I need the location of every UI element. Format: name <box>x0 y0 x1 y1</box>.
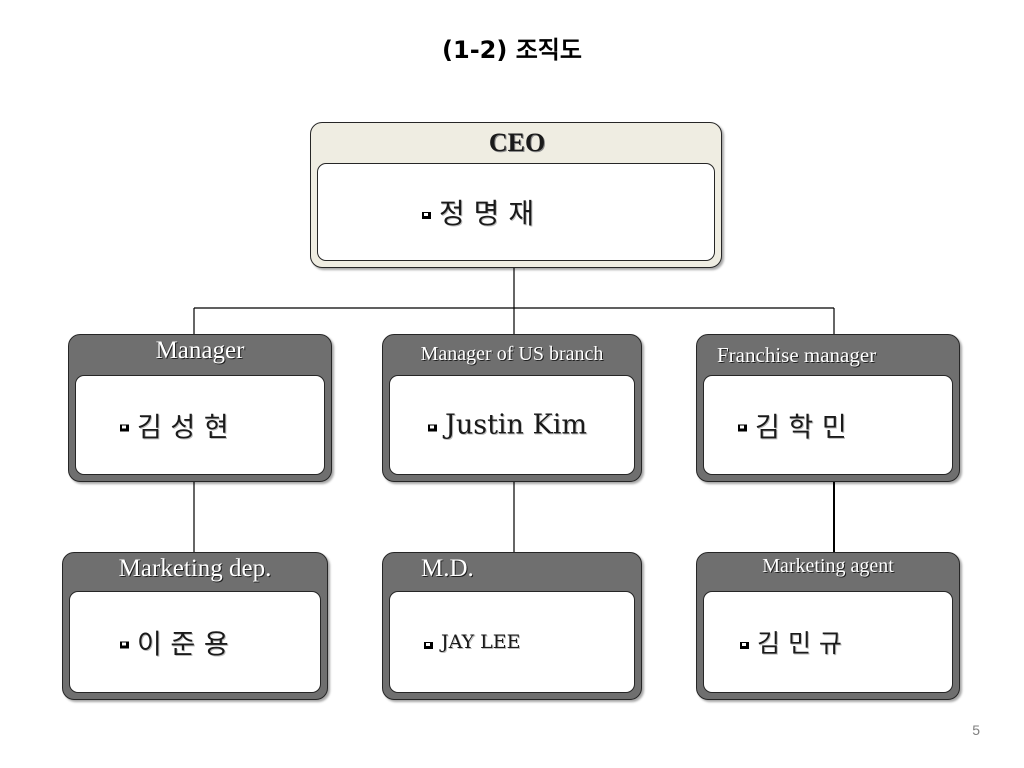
us-branch-manager-card: Manager of US branch Justin Kim <box>382 334 642 482</box>
us-branch-manager-role-label: Manager of US branch <box>420 343 604 365</box>
md-name-panel: JAY LEE <box>389 591 635 693</box>
ceo-name-panel: 정 명 재 <box>317 163 715 261</box>
marketing-agent-name: 김 민 규 <box>740 624 842 660</box>
square-bullet-icon <box>120 424 129 432</box>
marketing-agent-card: Marketing agent 김 민 규 <box>696 552 960 700</box>
square-bullet-icon <box>422 211 431 219</box>
manager-name-text: 김 성 현 <box>137 412 229 444</box>
square-bullet-icon <box>740 641 749 649</box>
franchise-manager-role-label: Franchise manager <box>717 343 877 367</box>
square-bullet-icon <box>738 424 747 432</box>
franchise-manager-card: Franchise manager 김 학 민 <box>696 334 960 482</box>
franchise-manager-name-text: 김 학 민 <box>755 412 847 444</box>
square-bullet-icon <box>428 424 437 432</box>
square-bullet-icon <box>424 641 433 649</box>
manager-name-panel: 김 성 현 <box>75 375 325 475</box>
marketing-agent-role-label: Marketing agent <box>762 555 894 577</box>
us-branch-manager-name-panel: Justin Kim <box>389 375 635 475</box>
us-branch-manager-name: Justin Kim <box>428 410 587 441</box>
md-role-label: M.D. <box>421 555 474 582</box>
marketing-dep-card: Marketing dep. 이 준 용 <box>62 552 328 700</box>
marketing-dep-role-label: Marketing dep. <box>118 555 272 582</box>
us-branch-manager-name-text: Justin Kim <box>445 409 587 441</box>
ceo-name-text: 정 명 재 <box>439 197 535 230</box>
ceo-role-label: CEO <box>488 128 546 157</box>
marketing-dep-name-text: 이 준 용 <box>137 629 229 661</box>
franchise-manager-name: 김 학 민 <box>738 406 847 445</box>
marketing-agent-name-text: 김 민 규 <box>757 629 842 658</box>
md-name-text: JAY LEE <box>441 631 521 653</box>
md-name: JAY LEE <box>424 631 521 653</box>
slide-title: (1-2) 조직도 <box>442 36 582 64</box>
manager-role-label: Manager <box>155 337 245 364</box>
square-bullet-icon <box>120 641 129 649</box>
marketing-dep-name: 이 준 용 <box>120 623 229 662</box>
md-card: M.D. JAY LEE <box>382 552 642 700</box>
manager-card: Manager 김 성 현 <box>68 334 332 482</box>
ceo-card: CEO 정 명 재 <box>310 122 722 268</box>
marketing-agent-name-panel: 김 민 규 <box>703 591 953 693</box>
marketing-dep-name-panel: 이 준 용 <box>69 591 321 693</box>
franchise-manager-name-panel: 김 학 민 <box>703 375 953 475</box>
ceo-name: 정 명 재 <box>422 192 534 232</box>
manager-name: 김 성 현 <box>120 406 229 445</box>
page-number: 5 <box>972 722 980 738</box>
